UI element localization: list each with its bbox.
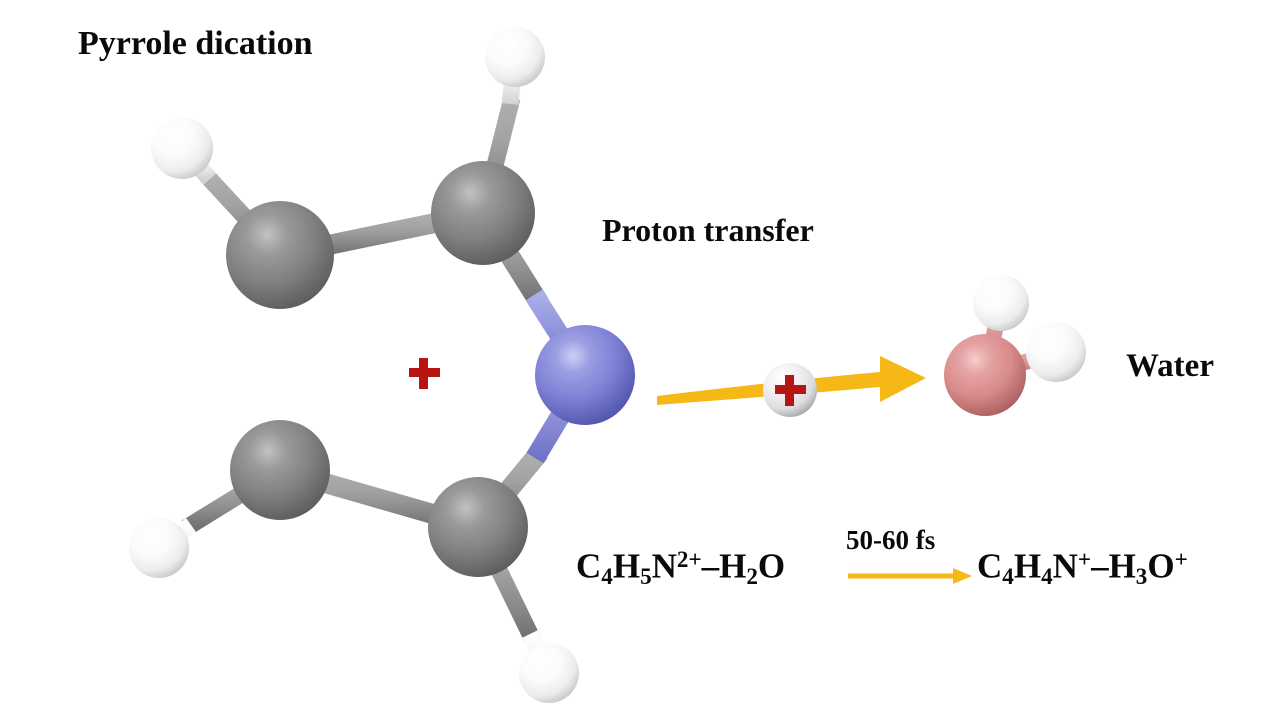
timescale-label: 50-60 fs <box>846 525 936 555</box>
pyrrole-atoms <box>129 27 635 703</box>
proton-transfer-arrow <box>657 356 926 405</box>
water-label: Water <box>1126 348 1214 384</box>
atom-hydrogen <box>129 518 189 578</box>
atom-nitrogen <box>535 325 635 425</box>
process-label: Proton transfer <box>602 212 814 248</box>
ring-charge-plus <box>409 358 440 389</box>
atom-hydrogen <box>973 275 1029 331</box>
equation-reactant: C4H5N2+–H2O <box>576 546 786 590</box>
pyrrole-bonds <box>154 56 594 677</box>
atom-hydrogen <box>151 117 213 179</box>
atom-hydrogen <box>485 27 545 87</box>
atom-carbon <box>428 477 528 577</box>
atom-hydrogen <box>519 643 579 703</box>
water-atoms <box>944 275 1086 416</box>
page-title: Pyrrole dication <box>78 25 313 62</box>
transferred-proton <box>763 363 817 417</box>
atom-oxygen <box>944 334 1026 416</box>
atom-carbon <box>431 161 535 265</box>
atom-carbon <box>226 201 334 309</box>
equation-product: C4H4N+–H3O+ <box>977 546 1188 590</box>
atom-carbon <box>230 420 330 520</box>
equation-reaction-arrow <box>848 568 972 584</box>
atom-hydrogen <box>1026 322 1086 382</box>
